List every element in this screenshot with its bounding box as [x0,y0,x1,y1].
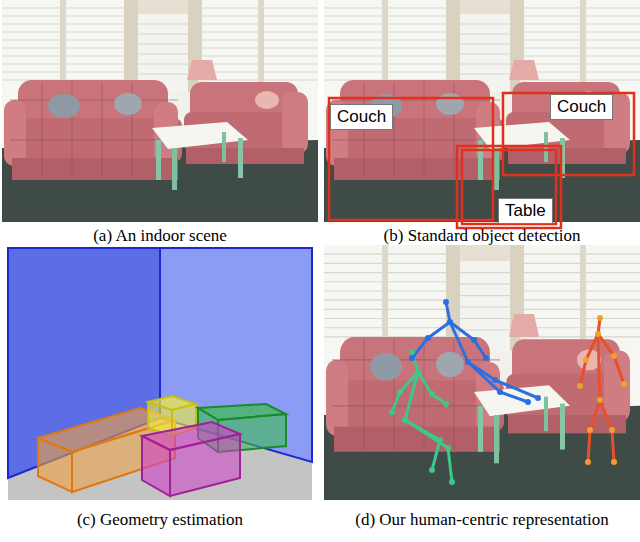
drawing-part [597,315,603,321]
drawing-part [392,352,452,482]
drawing-part [585,459,591,465]
drawing-part [535,395,541,401]
drawing-part [443,299,449,305]
drawing-part [409,355,415,361]
label-box: Couch [550,94,613,120]
panel-caption: (a) An indoor scene [93,226,227,246]
drawing-part [462,150,556,224]
drawing-part [497,389,503,395]
drawing-part [405,352,440,470]
drawing-part [492,377,498,383]
drawing-part [611,353,617,359]
drawing-part [412,322,450,358]
drawing-part [471,337,477,343]
drawing-part [457,146,561,228]
drawing-part [577,315,627,465]
skeletons [392,302,624,482]
panel-caption: (d) Our human-centric representation [355,510,608,530]
drawing-part [446,302,528,402]
drawing-part [465,359,471,365]
drawing-part [38,438,72,492]
drawing-part [2,245,318,500]
panel-caption: (c) Geometry estimation [77,510,243,530]
drawing-part [412,302,538,402]
label-box: Couch [330,104,393,130]
drawing-part [425,335,431,341]
drawing-part [397,389,403,395]
drawing-part [621,381,627,387]
object-label: Couch [337,107,386,126]
drawing-part [429,467,435,473]
panel-caption: (b) Standard object detection [384,226,581,246]
drawing-part [389,409,395,415]
drawing-part [142,436,170,496]
drawing-part [600,400,614,462]
drawing-part [329,98,493,220]
drawing-part [503,93,634,175]
photo [2,0,318,222]
drawing-part [468,362,538,398]
drawing-part [449,479,455,485]
drawing-part [38,396,286,496]
drawing-part [437,437,443,443]
drawing-part [587,427,593,433]
object-label: Table [505,201,546,220]
drawing-part [429,391,435,397]
skeleton-joints [389,299,627,485]
drawing-part [447,319,453,325]
drawing-part [597,397,603,403]
drawing-part [580,318,624,462]
drawing-part [483,355,489,361]
drawing-part [595,331,601,337]
drawing-part [583,357,589,363]
drawing-part [389,349,455,485]
drawing-part [402,417,408,423]
detection-boxes [329,93,634,228]
drawing-part [409,299,541,405]
photo [324,245,640,500]
drawing-part [525,399,531,405]
drawing-part [443,401,449,407]
geometry-estimation [2,245,318,500]
drawing-part [409,349,415,355]
drawing-part [580,334,598,386]
drawing-part [445,445,451,451]
label-box: Table [498,198,553,224]
drawing-part [392,372,418,412]
drawing-part [598,334,624,384]
drawing-part [170,434,240,496]
drawing-part [609,427,615,433]
drawing-part [611,459,617,465]
drawing-part [450,322,486,358]
drawing-part [577,383,583,389]
photo [324,0,640,222]
drawing-part [418,372,446,404]
drawing-part [415,369,421,375]
drawing-part [405,420,452,482]
object-label: Couch [557,97,606,116]
